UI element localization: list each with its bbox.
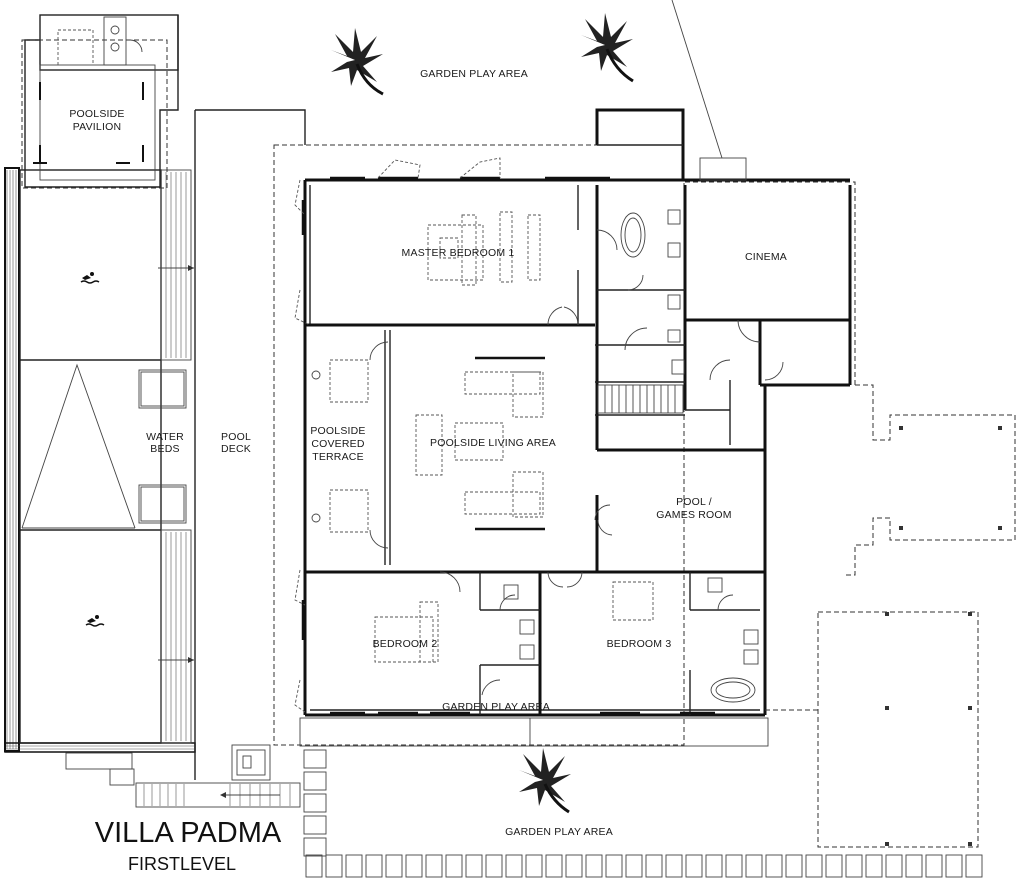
external-pavilion bbox=[765, 384, 1016, 848]
games-room-label-line1: POOL / bbox=[676, 496, 712, 508]
paving-stone bbox=[405, 854, 423, 878]
paving-stone bbox=[303, 793, 327, 813]
paving-stone bbox=[865, 854, 883, 878]
paving-stone bbox=[845, 854, 863, 878]
window-swings bbox=[294, 157, 501, 713]
paving-stone bbox=[705, 854, 723, 878]
paving-stone bbox=[925, 854, 943, 878]
games-room-label-line2: GAMES ROOM bbox=[656, 509, 732, 521]
terrace-label-line2: COVERED bbox=[311, 438, 365, 450]
palm-tree-icon bbox=[519, 748, 571, 814]
paving-stone bbox=[605, 854, 623, 878]
garden-play-area-overlap-label: GARDEN PLAY AREA bbox=[442, 701, 550, 713]
paving-stone bbox=[585, 854, 603, 878]
water-beds-label-line1: WATER bbox=[146, 431, 184, 443]
paving-stone bbox=[685, 854, 703, 878]
paving-stone bbox=[465, 854, 483, 878]
pool-deck bbox=[65, 109, 685, 808]
garden-play-area-bottom-label: GARDEN PLAY AREA bbox=[505, 826, 613, 838]
swimmer-icon bbox=[80, 272, 100, 284]
palm-tree-icon bbox=[581, 13, 634, 83]
paving-stone bbox=[565, 854, 583, 878]
poolside-pavilion bbox=[21, 14, 179, 189]
paving-stone bbox=[365, 854, 383, 878]
paving-stone bbox=[505, 854, 523, 878]
paving-stone bbox=[785, 854, 803, 878]
swimming-pool bbox=[4, 167, 196, 753]
bedroom-3-label: BEDROOM 3 bbox=[607, 638, 672, 650]
paving-stone bbox=[345, 854, 363, 878]
water-beds-label-line2: BEDS bbox=[150, 443, 179, 455]
plan-title: VILLA PADMA bbox=[95, 817, 282, 849]
paving-stone bbox=[445, 854, 463, 878]
terrace-lamps bbox=[311, 370, 321, 523]
paving-stone bbox=[625, 854, 643, 878]
paving-stone bbox=[905, 854, 923, 878]
paving-stone bbox=[303, 815, 327, 835]
paving-stone bbox=[745, 854, 763, 878]
paving-stone bbox=[645, 854, 663, 878]
paving-stone bbox=[525, 854, 543, 878]
main-house-walls bbox=[303, 108, 852, 717]
sofas bbox=[475, 356, 545, 531]
living-area-label: POOLSIDE LIVING AREA bbox=[430, 437, 556, 449]
windows bbox=[301, 176, 715, 715]
paving-stone bbox=[885, 854, 903, 878]
palm-tree-icon bbox=[331, 28, 384, 96]
paving-stone bbox=[725, 854, 743, 878]
paving-stone bbox=[765, 854, 783, 878]
paving-stone bbox=[805, 854, 823, 878]
paving-stone bbox=[945, 854, 963, 878]
paving-stone bbox=[825, 854, 843, 878]
paving-stone bbox=[325, 854, 343, 878]
paving-stone bbox=[545, 854, 563, 878]
pool-deck-label-line1: POOL bbox=[221, 431, 251, 443]
plan-subtitle: FIRSTLEVEL bbox=[128, 854, 236, 874]
paving-stone bbox=[385, 854, 403, 878]
swimmer-icon bbox=[85, 615, 105, 627]
pavilion-posts bbox=[885, 426, 1002, 846]
paving-stone bbox=[965, 854, 983, 878]
pool-deck-label-line2: DECK bbox=[221, 443, 251, 455]
terrace-label-line1: POOLSIDE bbox=[310, 425, 365, 437]
paving-stone bbox=[305, 854, 323, 878]
paving-stone bbox=[485, 854, 503, 878]
bathtub-icon bbox=[620, 212, 756, 703]
cinema-annex bbox=[671, 0, 856, 385]
staircase-icon bbox=[597, 384, 684, 414]
furniture bbox=[329, 211, 654, 663]
master-bedroom-label: MASTER BEDROOM 1 bbox=[402, 247, 515, 259]
paving-stone bbox=[303, 771, 327, 791]
garden-play-area-top-label: GARDEN PLAY AREA bbox=[420, 68, 528, 80]
bedroom-2-label: BEDROOM 2 bbox=[373, 638, 438, 650]
sinks bbox=[503, 209, 759, 665]
terrace-label-line3: TERRACE bbox=[312, 451, 364, 463]
paving-stone bbox=[303, 837, 327, 857]
pavilion-label-line2: PAVILION bbox=[73, 121, 121, 133]
paving-stone bbox=[303, 749, 327, 769]
paving-stone bbox=[425, 854, 443, 878]
door-swing-icon bbox=[369, 229, 784, 696]
paving-stone bbox=[665, 854, 683, 878]
pavilion-label-line1: POOLSIDE bbox=[69, 108, 124, 120]
cinema-label: CINEMA bbox=[745, 251, 787, 263]
paving-stones bbox=[303, 749, 983, 878]
garden-boundary bbox=[299, 717, 769, 747]
